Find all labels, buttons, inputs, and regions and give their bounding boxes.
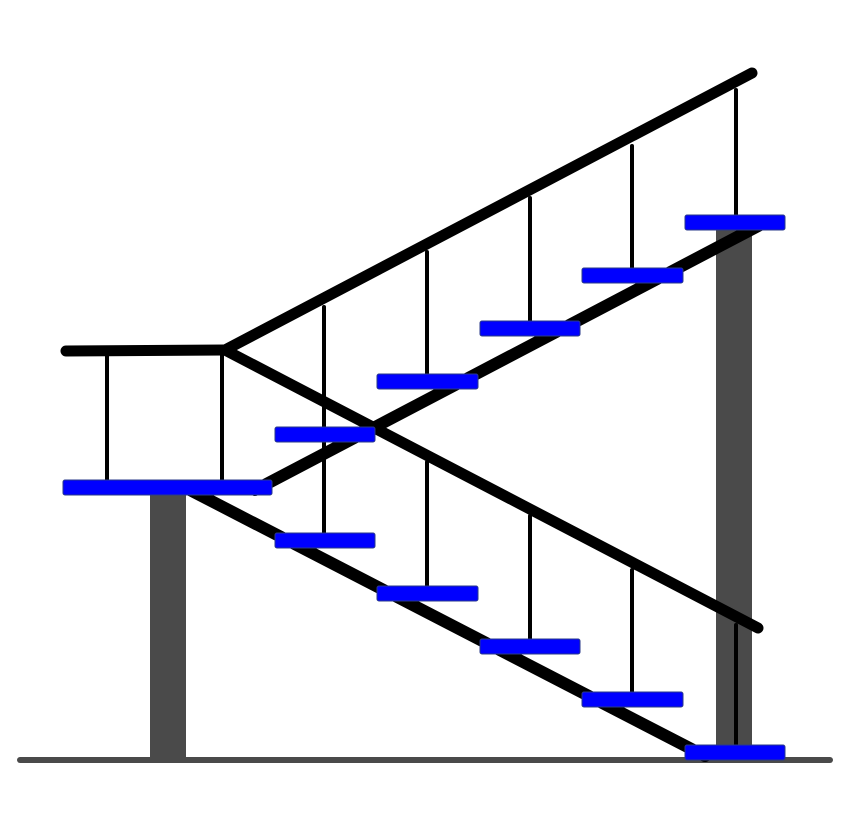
upper-flight-tread: [376, 373, 479, 390]
landing-handrail: [60, 344, 231, 357]
landing-tread: [62, 479, 273, 496]
lower-flight-tread: [684, 744, 786, 761]
upper-flight-tread: [479, 320, 581, 337]
landing-support-column: [150, 487, 186, 760]
upper-flight-tread: [684, 214, 786, 231]
lower-flight-stringer: [184, 484, 711, 762]
lower-flight-tread: [376, 585, 479, 602]
lower-flight-tread: [274, 532, 376, 549]
lower-flight-tread: [479, 638, 581, 655]
upper-flight-tread: [581, 267, 684, 284]
lower-flight-tread: [581, 691, 684, 708]
upper-flight-tread: [274, 426, 376, 443]
lower-flight-handrail: [219, 344, 764, 634]
upper-flight-stringer: [249, 219, 766, 496]
upper-flight-handrail: [219, 67, 758, 356]
